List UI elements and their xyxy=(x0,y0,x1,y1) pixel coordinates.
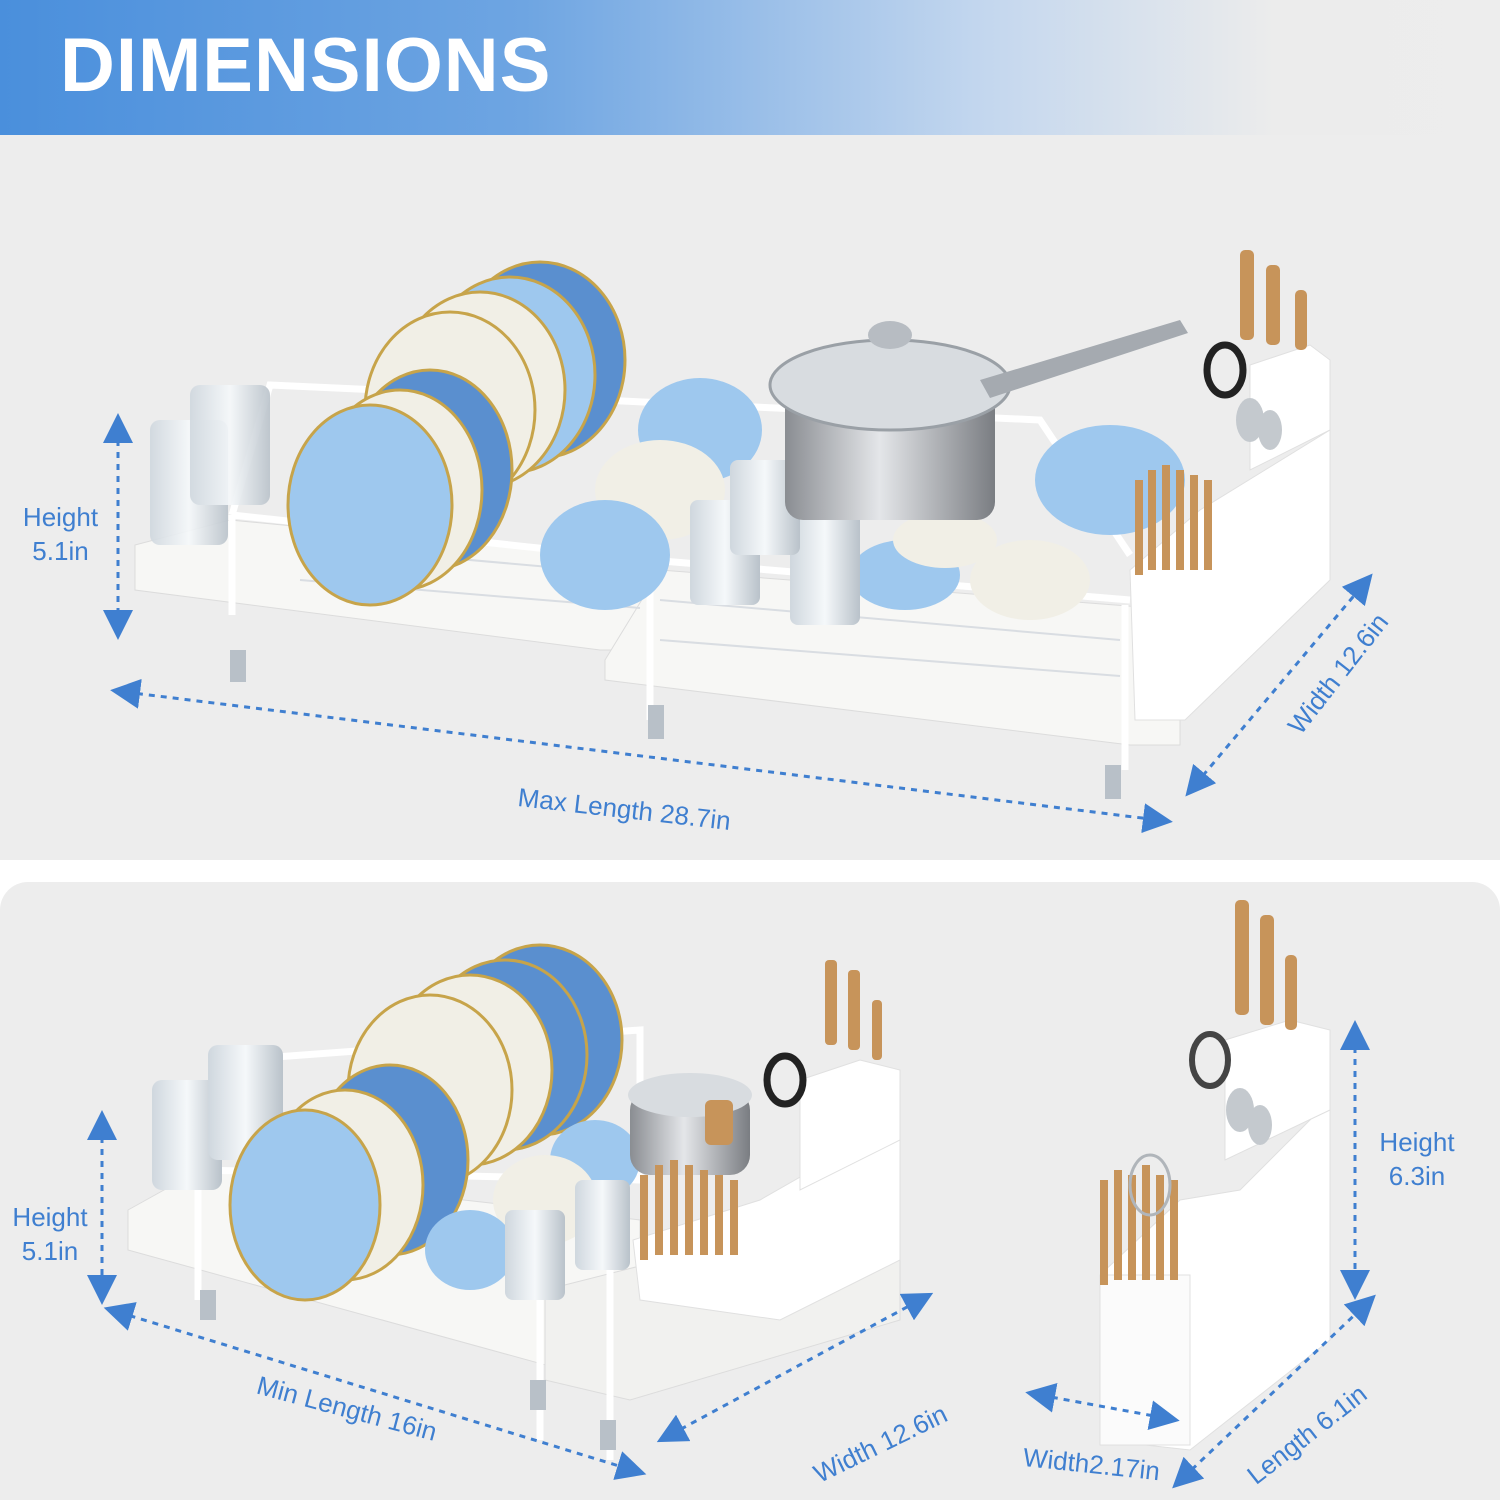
header-banner: DIMENSIONS xyxy=(0,0,1500,135)
height-label-text: Height xyxy=(22,502,99,532)
height-value-text: 6.3in xyxy=(1388,1161,1446,1191)
width-arrow-bottom-right xyxy=(1025,1382,1180,1431)
height-label-bottom-right: Height 6.3in xyxy=(1362,1125,1472,1193)
length-arrow-bottom-left xyxy=(103,1302,647,1480)
extended-dish-rack xyxy=(134,250,1331,799)
height-label-text: Height xyxy=(1379,1127,1455,1157)
length-arrow-top xyxy=(110,678,1173,834)
height-label-text: Height xyxy=(12,1202,88,1232)
width-arrow-top xyxy=(1185,573,1373,797)
height-value-text: 5.1in xyxy=(32,536,89,566)
compact-dish-rack xyxy=(127,943,901,1460)
length-arrow-bottom-right xyxy=(1172,1294,1376,1489)
page-title: DIMENSIONS xyxy=(60,23,552,108)
utensil-holder xyxy=(1099,900,1331,1451)
height-label-top: Height 5.1in xyxy=(8,500,113,568)
height-value-text: 5.1in xyxy=(21,1236,79,1266)
height-label-bottom-left: Height 5.1in xyxy=(0,1200,100,1268)
